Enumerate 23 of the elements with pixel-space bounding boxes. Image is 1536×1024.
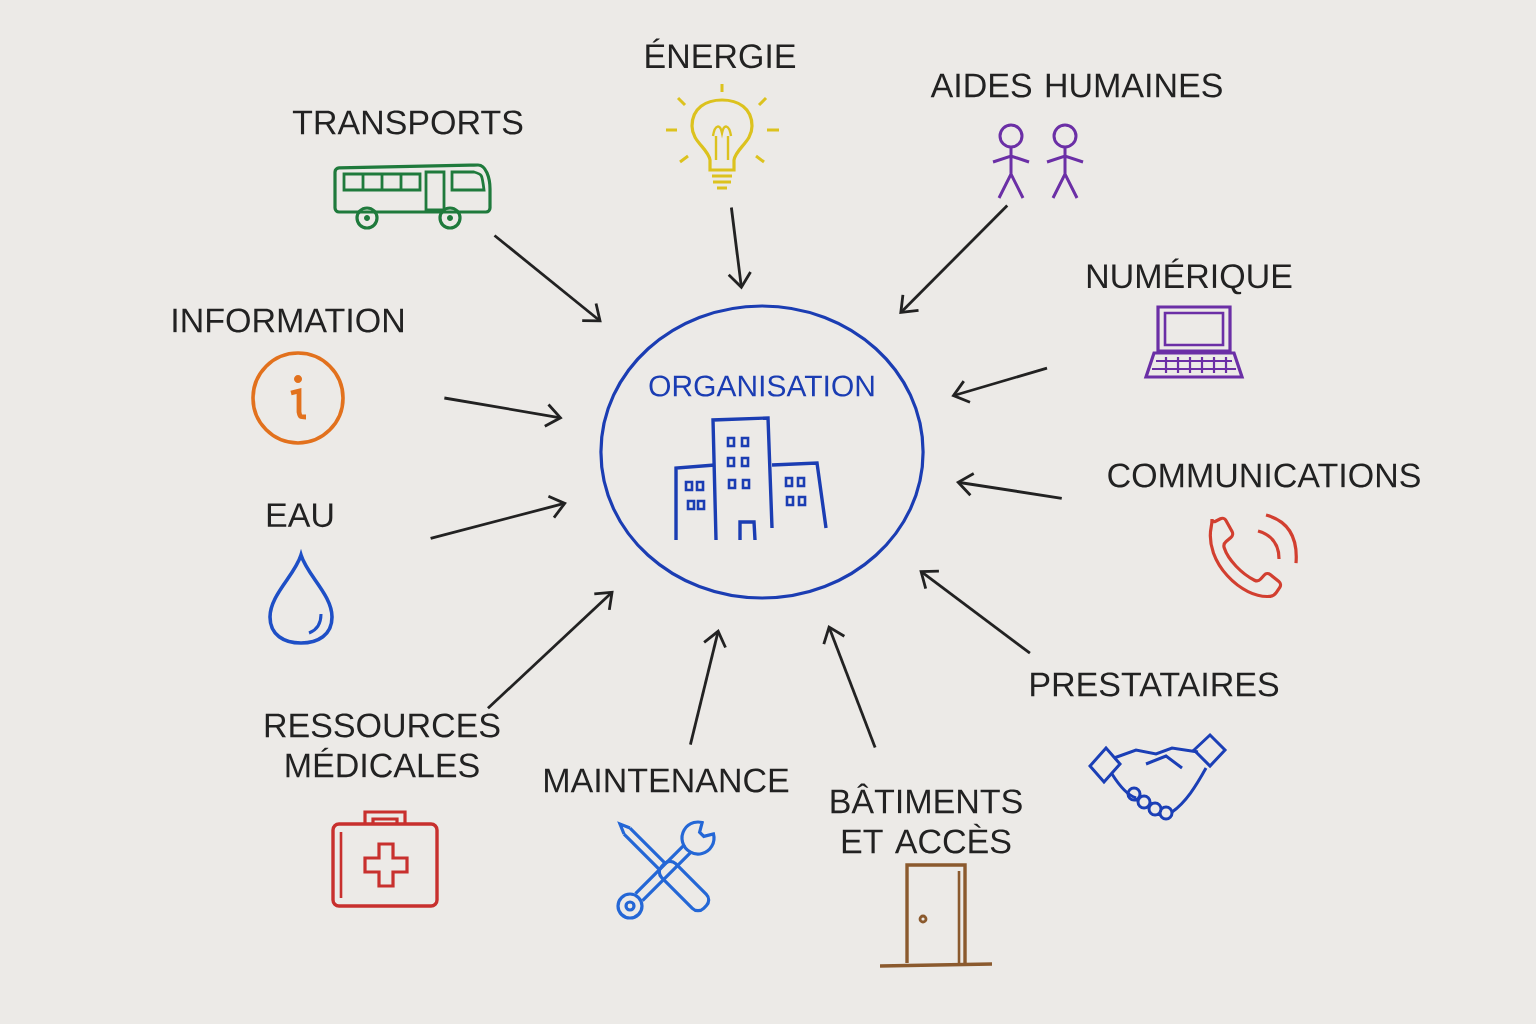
arrow: [430, 494, 567, 540]
arrow: [444, 396, 563, 428]
arrow: [689, 629, 727, 745]
arrow: [956, 472, 1062, 500]
arrow: [951, 366, 1048, 404]
category-label: ÉNERGIE: [646, 38, 796, 69]
arrow: [493, 234, 602, 323]
category-label: PRESTATAIRES: [1031, 672, 1279, 697]
category-label: EAU: [267, 503, 333, 528]
category-label: AIDES HUMAINES: [930, 73, 1222, 98]
category-label: INFORMATION: [173, 308, 403, 333]
ellipse-node: ORGANISATION: [599, 304, 925, 600]
category-label: COMMUNICATIONS: [1108, 463, 1420, 488]
arrow: [727, 207, 752, 290]
category-label: BÂTIMENTS ET ACCÈS: [831, 783, 1022, 854]
arrow: [487, 590, 614, 710]
category-label: RESSOURCES MÉDICALES: [265, 713, 500, 778]
arrow: [919, 569, 1031, 655]
arrow: [822, 625, 877, 748]
category-label: TRANSPORTS: [292, 110, 523, 135]
category-label: MAINTENANCE: [545, 768, 789, 793]
category-label: NUMÉRIQUE: [1087, 258, 1292, 295]
arrow: [899, 204, 1009, 315]
